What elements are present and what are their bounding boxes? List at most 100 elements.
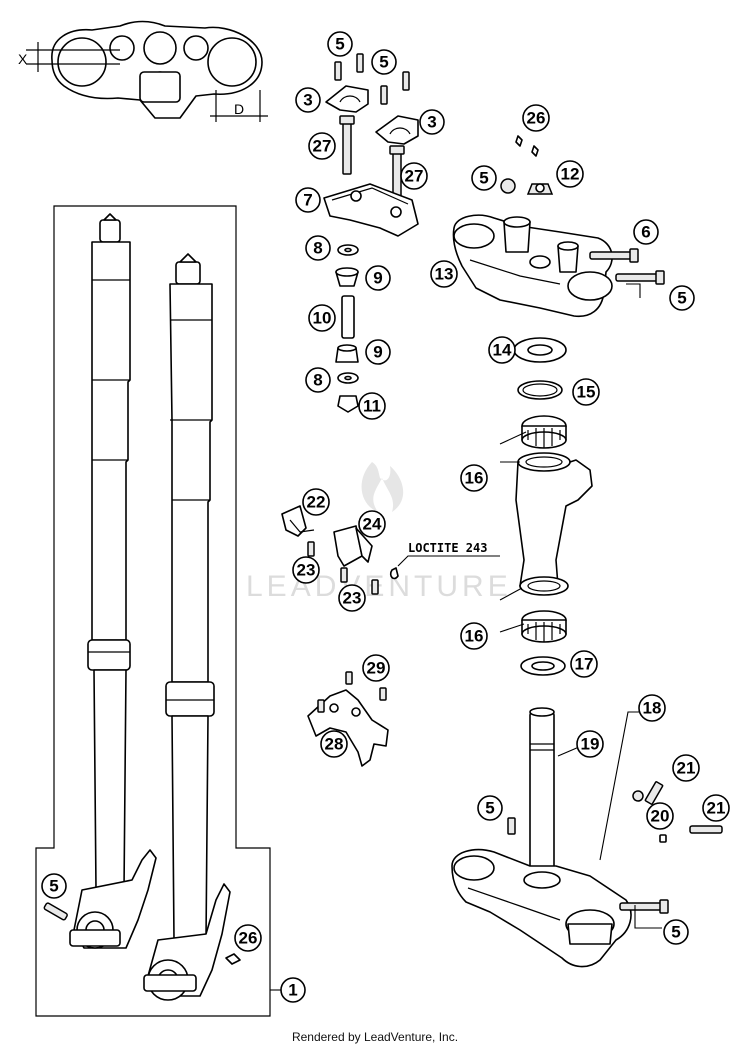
callout-27-right: 27 xyxy=(400,162,428,190)
callout-8-top: 8 xyxy=(305,235,331,261)
lower-clamp-7 xyxy=(323,183,419,237)
callout-7: 7 xyxy=(295,187,321,213)
svg-text:7: 7 xyxy=(303,191,312,210)
svg-text:23: 23 xyxy=(343,589,362,608)
callout-21-top: 21 xyxy=(672,754,700,782)
svg-text:3: 3 xyxy=(303,91,312,110)
dim-x-label: X xyxy=(18,51,28,67)
callout-28: 28 xyxy=(320,730,348,758)
lower-clamp-hardware xyxy=(507,781,723,914)
svg-text:10: 10 xyxy=(313,309,332,328)
callout-18: 18 xyxy=(638,694,666,722)
callout-16-upper: 16 xyxy=(460,464,488,492)
bracket-28 xyxy=(307,671,389,767)
callout-14: 14 xyxy=(488,336,516,364)
svg-text:9: 9 xyxy=(373,343,382,362)
svg-text:16: 16 xyxy=(465,627,484,646)
callout-24: 24 xyxy=(358,510,386,538)
callout-9-top: 9 xyxy=(365,265,391,291)
svg-text:5: 5 xyxy=(335,35,344,54)
svg-text:5: 5 xyxy=(677,289,686,308)
callout-10: 10 xyxy=(308,304,336,332)
callout-5-upper-clamp-side: 5 xyxy=(669,285,695,311)
svg-text:9: 9 xyxy=(373,269,382,288)
callout-5-upper-clamp: 5 xyxy=(471,165,497,191)
svg-text:19: 19 xyxy=(581,735,600,754)
callout-5-top-right: 5 xyxy=(371,49,397,75)
svg-text:5: 5 xyxy=(479,169,488,188)
callout-3-right: 3 xyxy=(419,109,445,135)
svg-text:28: 28 xyxy=(325,735,344,754)
svg-text:8: 8 xyxy=(313,239,322,258)
svg-text:26: 26 xyxy=(527,109,546,128)
callout-11: 11 xyxy=(358,392,386,420)
callout-17: 17 xyxy=(570,650,598,678)
fork-assembly-outline xyxy=(35,205,271,1017)
callout-8-bottom: 8 xyxy=(305,367,331,393)
dim-d-label: D xyxy=(234,101,244,117)
callout-26-top: 26 xyxy=(522,104,550,132)
svg-text:20: 20 xyxy=(651,807,670,826)
svg-text:23: 23 xyxy=(297,561,316,580)
callout-27-left: 27 xyxy=(308,132,336,160)
svg-text:3: 3 xyxy=(427,113,436,132)
svg-text:16: 16 xyxy=(465,469,484,488)
callout-5-fork: 5 xyxy=(41,873,67,899)
svg-text:13: 13 xyxy=(435,265,454,284)
callout-22: 22 xyxy=(302,488,330,516)
callout-13: 13 xyxy=(430,260,458,288)
triple-clamp-top-view: X D xyxy=(18,20,268,122)
callout-26-fork: 26 xyxy=(234,924,262,952)
svg-text:12: 12 xyxy=(561,165,580,184)
svg-text:29: 29 xyxy=(367,659,386,678)
bolt-left-fork xyxy=(43,902,68,921)
callout-5-top-left: 5 xyxy=(327,31,353,57)
svg-text:27: 27 xyxy=(313,137,332,156)
svg-text:27: 27 xyxy=(405,167,424,186)
callout-5-lower-clamp-side: 5 xyxy=(663,919,689,945)
svg-text:8: 8 xyxy=(313,371,322,390)
callout-6: 6 xyxy=(633,219,659,245)
callout-5-lower-clamp: 5 xyxy=(477,795,503,821)
bearing-stack xyxy=(513,337,567,449)
callout-20: 20 xyxy=(646,802,674,830)
right-fork-leg xyxy=(143,253,231,1001)
left-fork-leg xyxy=(69,213,157,949)
callout-23-right: 23 xyxy=(338,584,366,612)
footer-credit: Rendered by LeadVenture, Inc. xyxy=(291,1030,459,1044)
callout-15: 15 xyxy=(572,378,600,406)
lower-triple-clamp-18 xyxy=(451,848,632,968)
watermark: LEADVENTURE xyxy=(246,462,512,603)
callout-3-left: 3 xyxy=(295,87,321,113)
callout-19: 19 xyxy=(576,730,604,758)
svg-text:5: 5 xyxy=(671,923,680,942)
damper-parts xyxy=(335,244,359,413)
steering-head-tube xyxy=(515,452,593,596)
callout-9-bottom: 9 xyxy=(365,339,391,365)
svg-text:24: 24 xyxy=(363,515,382,534)
callout-23-left: 23 xyxy=(292,556,320,584)
svg-text:5: 5 xyxy=(379,53,388,72)
callout-29: 29 xyxy=(362,654,390,682)
loctite-label: LOCTITE 243 xyxy=(408,541,487,555)
svg-text:15: 15 xyxy=(577,383,596,402)
handlebar-clamp-upper-left xyxy=(325,85,369,113)
svg-text:21: 21 xyxy=(677,759,696,778)
callout-12: 12 xyxy=(556,160,584,188)
svg-text:17: 17 xyxy=(575,655,594,674)
callout-16-lower: 16 xyxy=(460,622,488,650)
upper-triple-clamp-13 xyxy=(452,214,613,318)
lower-bearing xyxy=(520,610,567,676)
svg-text:14: 14 xyxy=(493,341,512,360)
svg-text:6: 6 xyxy=(641,223,650,242)
watermark-text: LEADVENTURE xyxy=(246,570,512,603)
svg-text:26: 26 xyxy=(239,929,258,948)
handlebar-clamp-upper-right xyxy=(375,115,419,145)
svg-text:18: 18 xyxy=(643,699,662,718)
svg-text:11: 11 xyxy=(363,397,381,416)
svg-text:5: 5 xyxy=(485,799,494,818)
upper-clamp-hardware xyxy=(500,135,665,285)
svg-text:22: 22 xyxy=(307,493,326,512)
svg-text:21: 21 xyxy=(707,799,726,818)
